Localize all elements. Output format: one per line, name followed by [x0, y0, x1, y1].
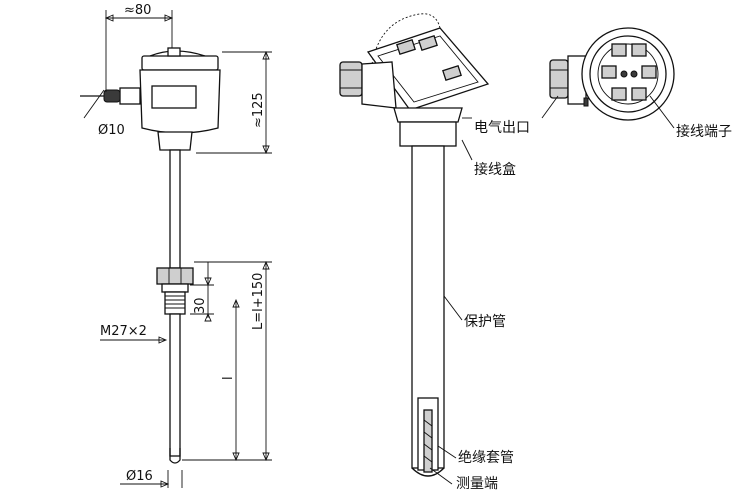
terminal-3	[601, 65, 617, 79]
box-base	[399, 121, 457, 147]
terminal-2	[631, 43, 647, 57]
nut-washer	[161, 283, 189, 293]
top-inner-ring	[589, 35, 667, 113]
head-label-plate	[151, 85, 197, 109]
top-screw	[583, 97, 589, 107]
elevation-view: ≈80 ≈125 Ø10 M27×2 30 L=l+150 l	[80, 3, 272, 488]
terminal-4	[641, 65, 657, 79]
dim-tube-dia: Ø16	[126, 469, 153, 484]
hex-nut	[156, 267, 194, 285]
dim-thread-len: 30	[193, 297, 208, 314]
head-cover-knob	[167, 47, 181, 57]
label-terminal: 接线端子	[676, 123, 732, 140]
dim-height-head: ≈125	[251, 92, 266, 128]
cover-chain	[371, 13, 441, 65]
upper-stem	[169, 149, 181, 269]
label-junction-box: 接线盒	[474, 161, 516, 178]
terminal-6	[631, 87, 647, 101]
box-neck	[393, 107, 463, 123]
cable-gland	[119, 87, 141, 105]
dim-cable-dia: Ø10	[98, 123, 125, 138]
dim-width-head: ≈80	[124, 3, 151, 18]
sensor-element	[423, 409, 433, 473]
center-screw-b	[630, 70, 638, 78]
terminal-5	[611, 87, 627, 101]
tube-tip	[169, 448, 181, 464]
label-cable-outlet: 电气出口	[474, 120, 530, 136]
dim-insert-len: l	[221, 376, 236, 380]
top-view: 接线端子	[541, 27, 732, 140]
head-neck	[157, 131, 193, 151]
box-body	[361, 61, 397, 109]
head-cover-rim	[141, 55, 219, 71]
section-cable-gland	[339, 61, 363, 97]
thread-section	[164, 291, 186, 315]
dim-thread: M27×2	[100, 324, 147, 339]
terminal-1	[611, 43, 627, 57]
center-screw-a	[620, 70, 628, 78]
dim-total-len: L=l+150	[251, 273, 266, 330]
lower-tube	[169, 313, 181, 457]
section-tube-end	[411, 467, 445, 477]
label-measuring-end: 测量端	[456, 476, 498, 492]
label-insulation-sleeve: 绝缘套管	[458, 450, 514, 466]
label-protection-tube: 保护管	[464, 314, 506, 330]
section-view: 电气出口 接线盒 保护管 绝缘套管 测量端	[339, 13, 530, 492]
top-cable-gland	[549, 59, 569, 99]
